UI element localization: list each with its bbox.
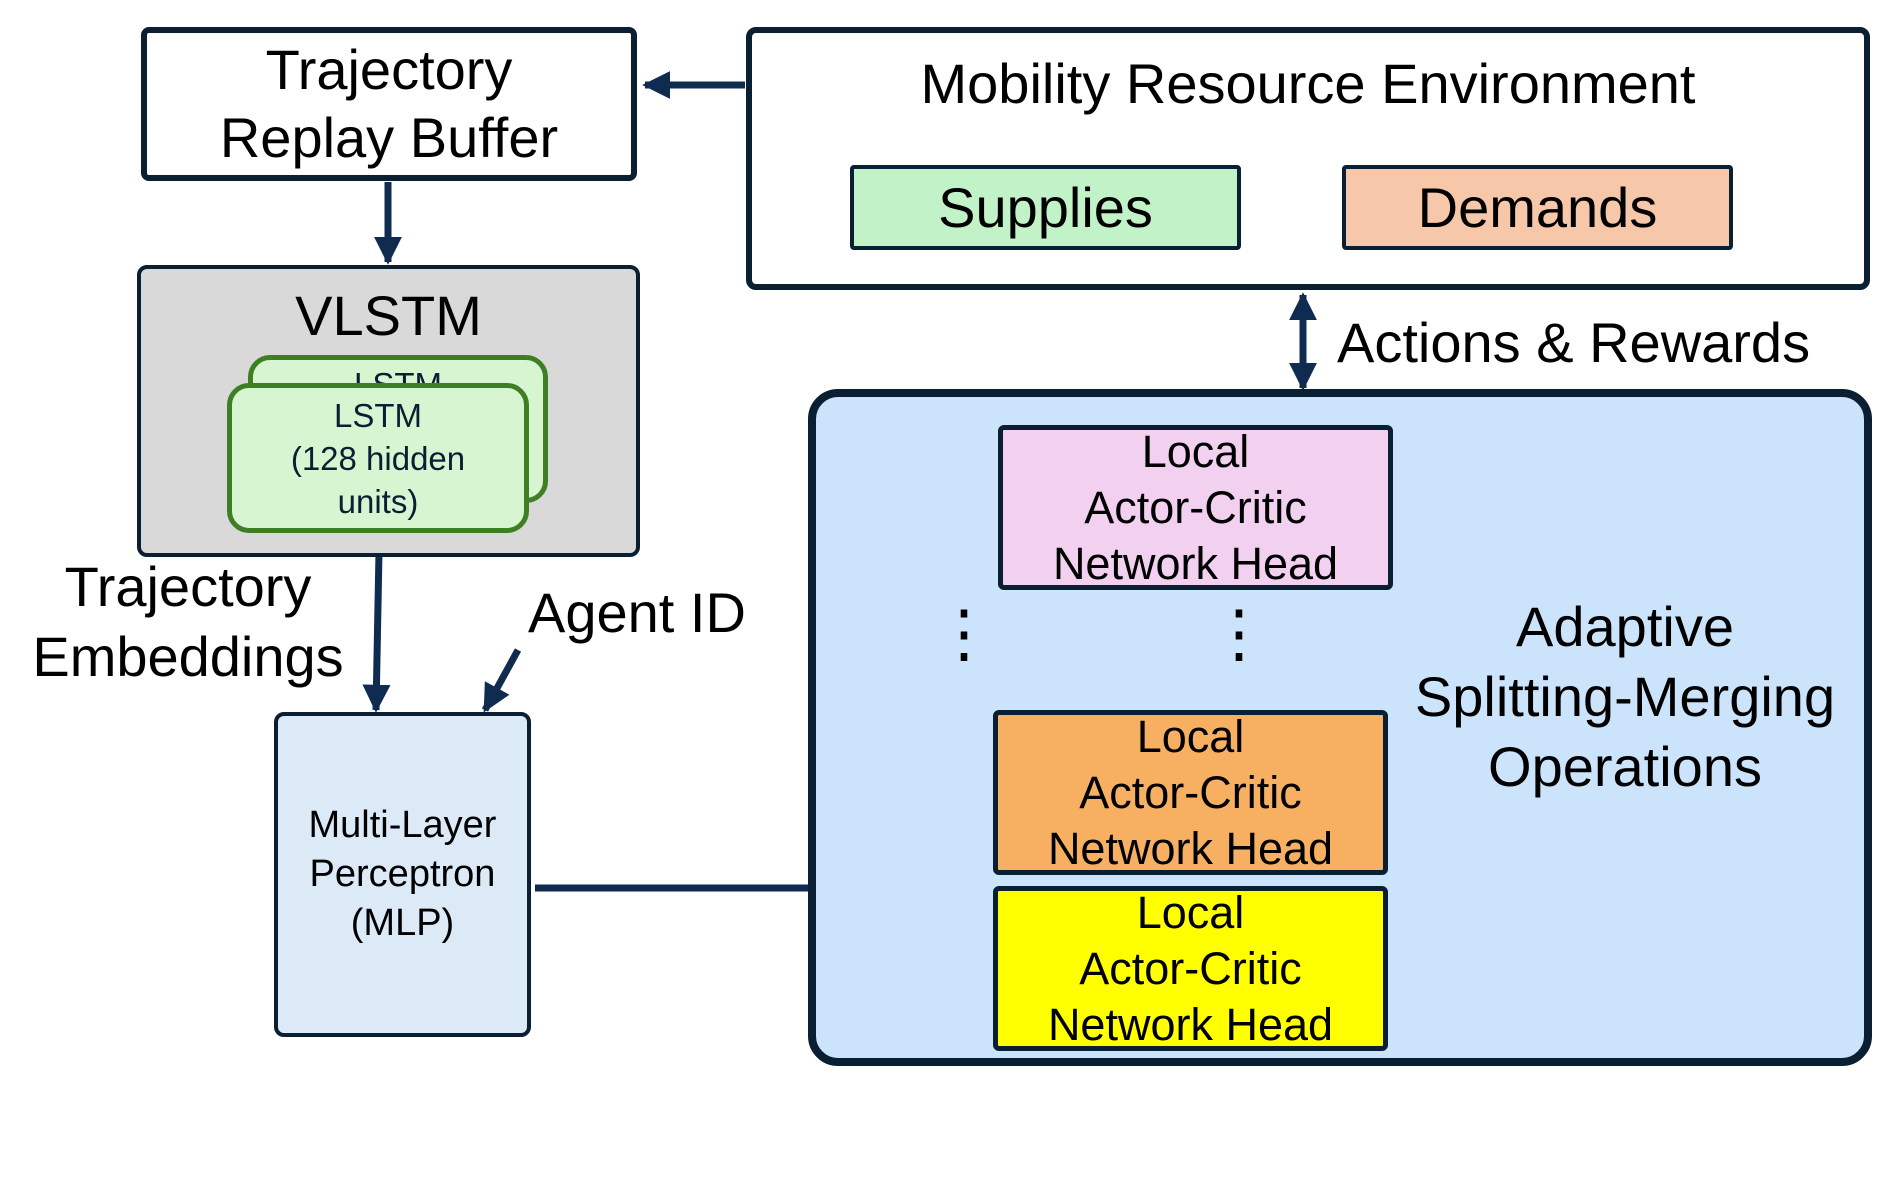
actions-rewards-label: Actions & Rewards: [1337, 311, 1811, 374]
network-head-1-line-1: Local: [1141, 425, 1250, 477]
network-head-2: Local Actor-Critic Network Head: [993, 710, 1388, 875]
mlp-label-line-2: Perceptron: [309, 853, 496, 895]
trajectory-replay-buffer-box: Trajectory Replay Buffer: [141, 27, 637, 181]
replay-buffer-title-line-1: Trajectory: [265, 38, 513, 101]
network-head-1-line-3: Network Head: [1052, 537, 1339, 589]
network-head-3-line-3: Network Head: [1047, 998, 1334, 1050]
network-head-2-line-3: Network Head: [1047, 822, 1334, 874]
vlstm-title: VLSTM: [295, 284, 482, 347]
lstm-label-line-3: units): [337, 482, 419, 520]
adaptive-label-line-1: Adaptive: [1516, 595, 1734, 658]
demands-label: Demands: [1417, 176, 1658, 239]
environment-box: Mobility Resource Environment: [746, 27, 1870, 290]
network-head-3: Local Actor-Critic Network Head: [993, 886, 1388, 1051]
mlp-label-line-3: (MLP): [350, 902, 455, 944]
lstm-label-line-1: LSTM: [333, 396, 422, 434]
environment-title: Mobility Resource Environment: [920, 52, 1696, 115]
trajectory-embeddings-label: Trajectory Embeddings: [18, 552, 358, 692]
agent-id-arrow: [481, 648, 522, 713]
adaptive-operations-label: Adaptive Splitting-Merging Operations: [1395, 592, 1855, 802]
trajectory-label-line-2: Embeddings: [32, 625, 344, 688]
network-head-2-line-2: Actor-Critic: [1079, 766, 1302, 818]
lstm-label-line-2: (128 hidden: [290, 439, 466, 477]
replay-buffer-title-line-2: Replay Buffer: [219, 106, 559, 169]
lstm-card-front: LSTM (128 hidden units): [227, 383, 529, 533]
network-head-3-line-2: Actor-Critic: [1079, 942, 1302, 994]
network-head-1-line-2: Actor-Critic: [1084, 481, 1307, 533]
mlp-label-line-1: Multi-Layer: [308, 804, 497, 846]
trajectory-label-line-1: Trajectory: [64, 555, 312, 618]
vlstm-to-mlp-arrow: [362, 551, 391, 713]
adaptive-label-line-3: Operations: [1488, 735, 1762, 798]
network-head-1: Local Actor-Critic Network Head: [998, 425, 1393, 590]
demands-box: Demands: [1342, 165, 1733, 250]
supplies-label: Supplies: [938, 176, 1153, 239]
adaptive-label-line-2: Splitting-Merging: [1414, 665, 1836, 728]
vertical-ellipsis-left: ⋮: [932, 597, 996, 669]
supplies-box: Supplies: [850, 165, 1241, 250]
vertical-ellipsis-right: ⋮: [1207, 597, 1271, 669]
mlp-box: Multi-Layer Perceptron (MLP): [274, 712, 531, 1037]
network-head-2-line-1: Local: [1136, 710, 1245, 762]
network-head-3-line-1: Local: [1136, 886, 1245, 938]
agent-id-label: Agent ID: [528, 581, 746, 644]
